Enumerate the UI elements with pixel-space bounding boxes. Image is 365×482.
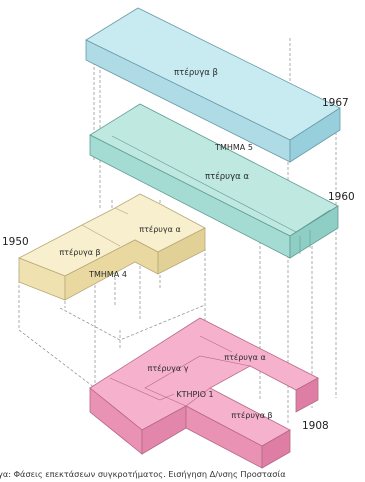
block-1960-side <box>289 205 339 259</box>
block-1908-section-label: ΚΤΗΡΙΟ 1 <box>176 390 213 399</box>
block-1960: ΤΜΗΜΑ 5 πτέρυγα α 1960 <box>89 103 355 259</box>
block-1908-wing-beta: πτέρυγα β <box>231 410 272 420</box>
block-1908-inner-top <box>144 355 251 407</box>
block-1967-wing-label: πτέρυγα β <box>174 67 218 78</box>
block-1908-wing-gamma: πτέρυγα γ <box>148 363 189 373</box>
block-1967: πτέρυγα β 1967 <box>85 7 349 163</box>
block-1960-year: 1960 <box>328 191 355 203</box>
block-1908-side-upper <box>295 377 319 413</box>
block-1950-side <box>157 227 206 275</box>
block-1950-wing-beta: πτέρυγα β <box>59 247 100 257</box>
block-1950-year: 1950 <box>2 236 29 248</box>
block-1960-wing-label: πτέρυγα α <box>205 171 249 182</box>
block-1967-year: 1967 <box>322 97 349 109</box>
block-1950-section-label: ΤΜΗΜΑ 4 <box>88 270 127 279</box>
block-1908: πτέρυγα γ πτέρυγα α ΚΤΗΡΙΟ 1 πτέρυγα β 1… <box>89 317 329 469</box>
block-1908-side-right <box>261 429 291 469</box>
block-1950: πτέρυγα α πτέρυγα β ΤΜΗΜΑ 4 1950 <box>2 193 206 301</box>
block-1960-section-label: ΤΜΗΜΑ 5 <box>214 143 253 152</box>
block-1950-wing-alpha: πτέρυγα α <box>139 224 181 234</box>
block-1908-wing-alpha: πτέρυγα α <box>224 352 266 362</box>
block-1908-year: 1908 <box>302 420 329 432</box>
figure-caption: γα: Φάσεις επεκτάσεων συγκροτήματος. Εισ… <box>0 469 286 479</box>
block-1967-side <box>289 107 341 163</box>
